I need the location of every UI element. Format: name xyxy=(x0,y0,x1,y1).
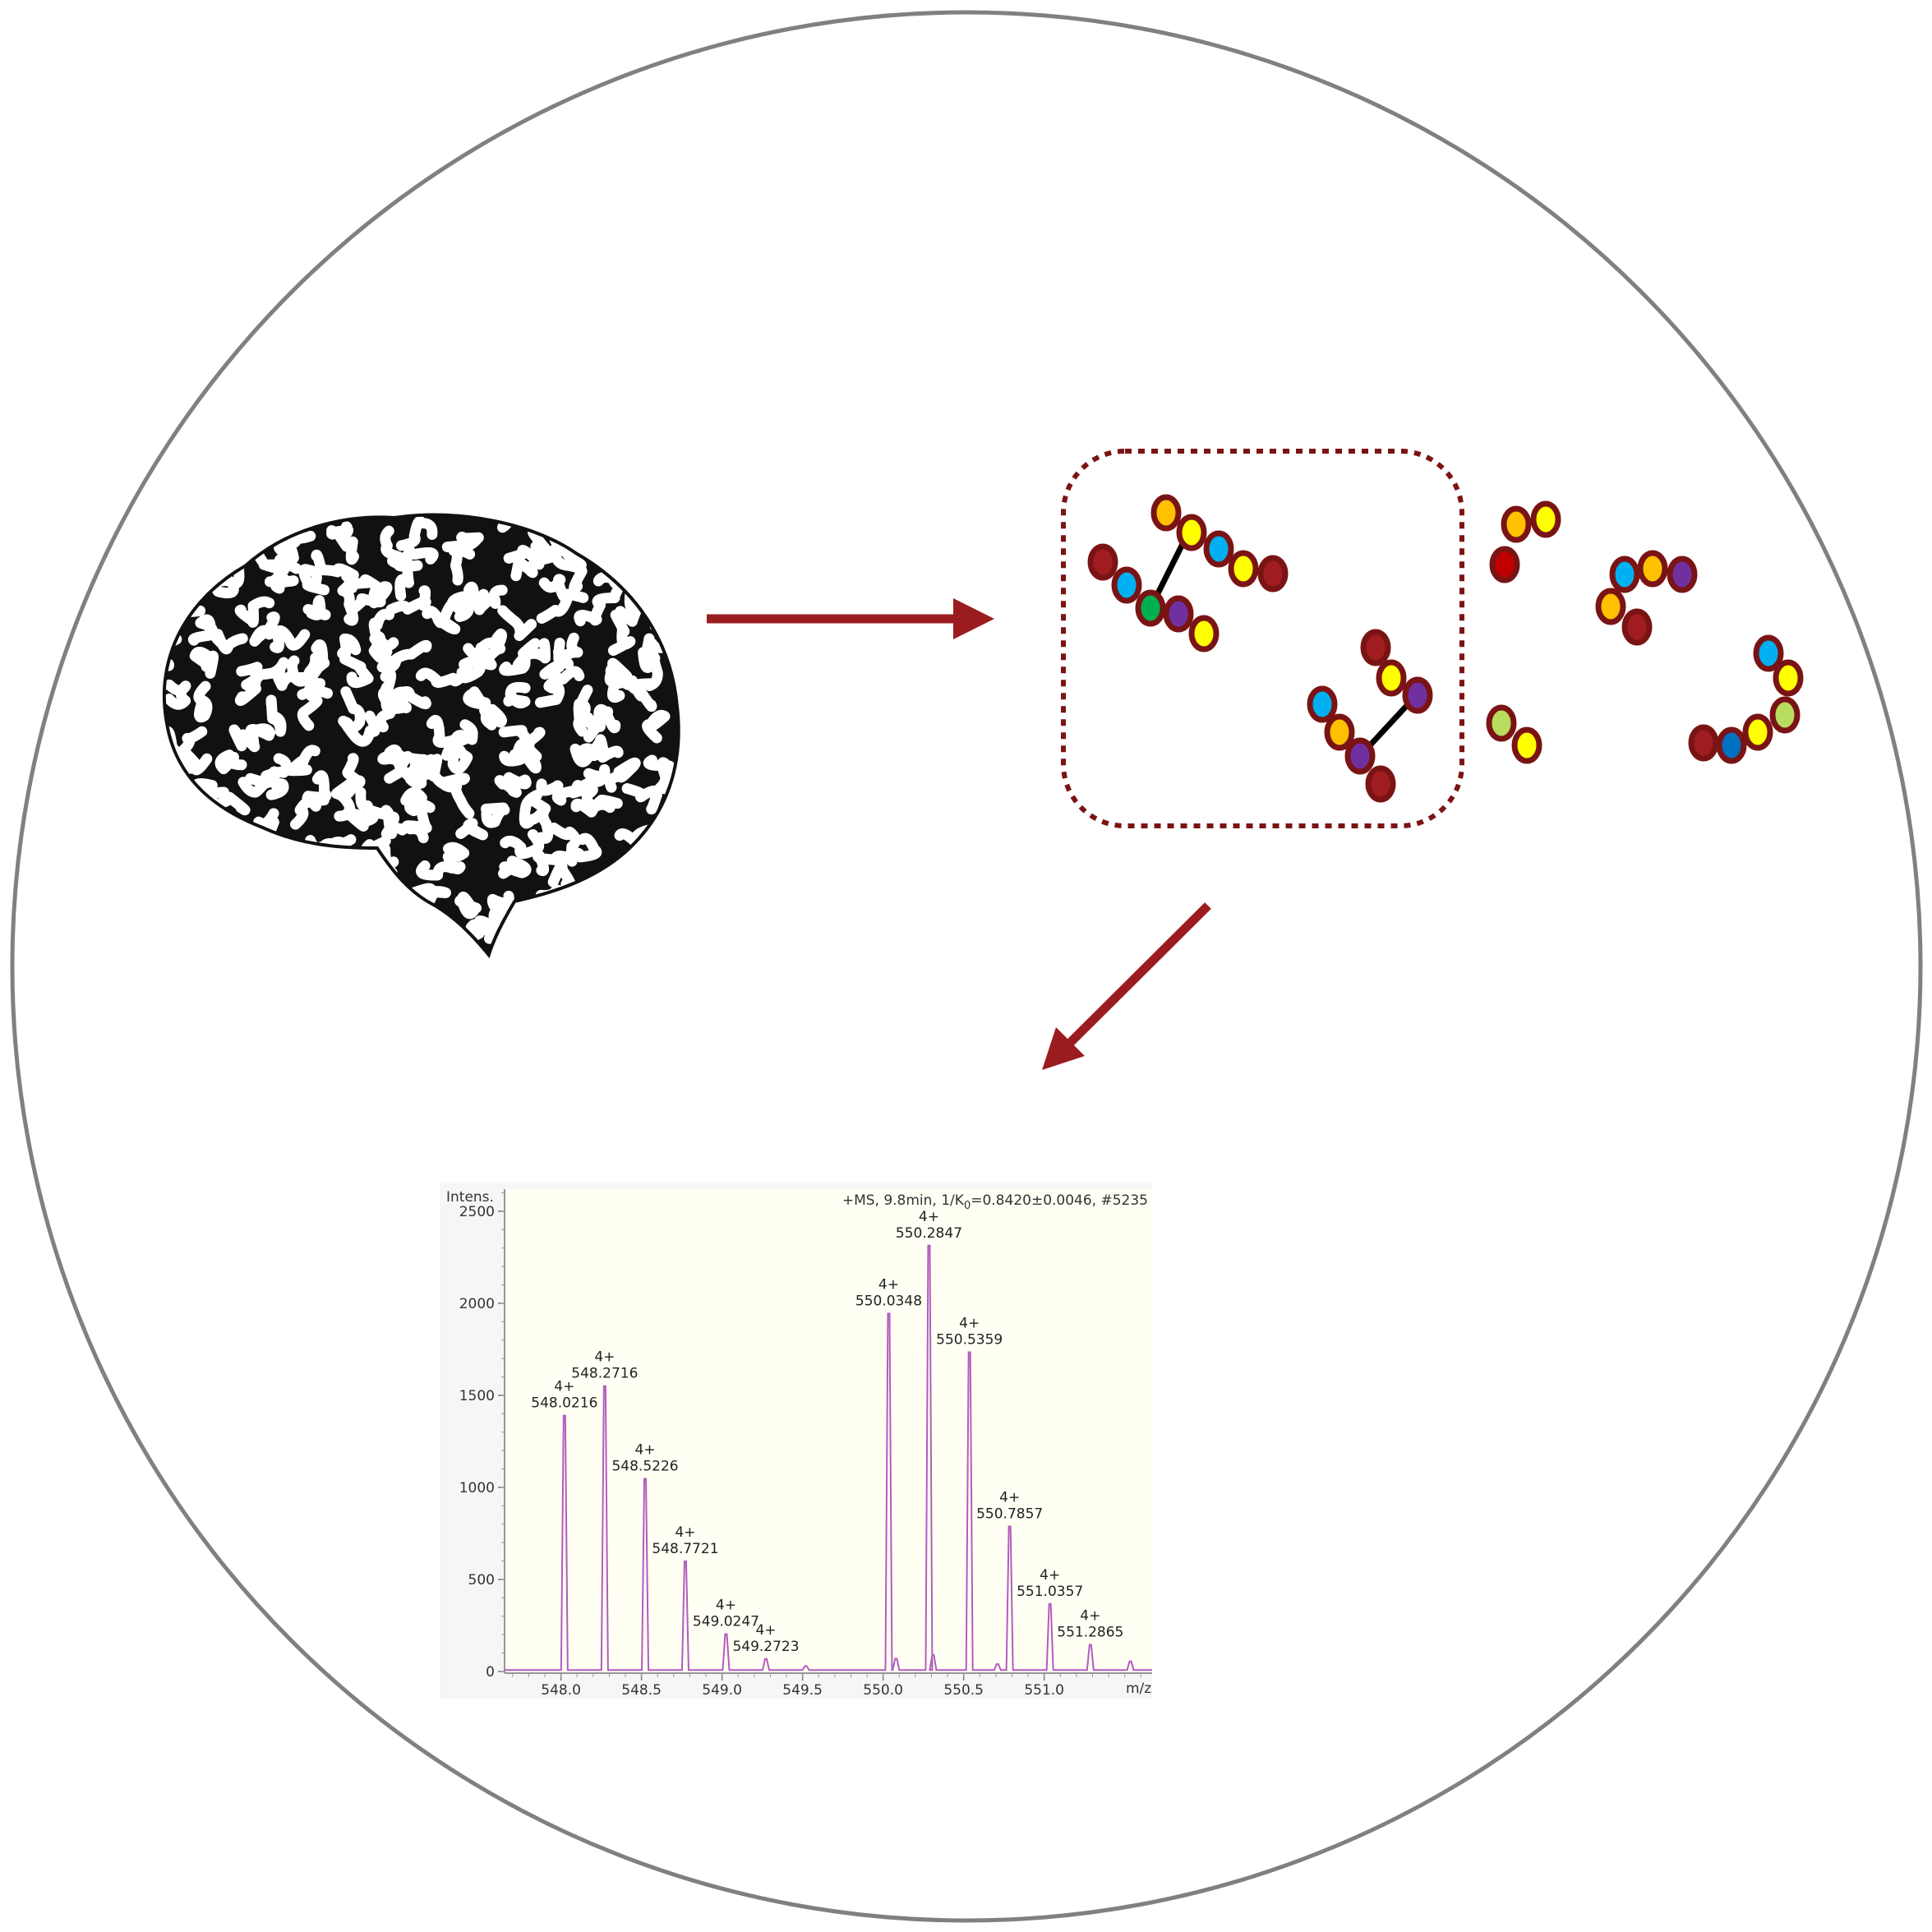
peak-mz: 548.0216 xyxy=(531,1395,597,1412)
amino-acid-bead xyxy=(1176,514,1207,551)
amino-acid-bead xyxy=(1135,589,1166,627)
peak-mz: 548.7721 xyxy=(652,1541,718,1557)
spectrum-trace xyxy=(505,1244,1152,1671)
amino-acid-bead xyxy=(1203,530,1234,568)
peak-annotation: 4+551.0357 xyxy=(1017,1567,1083,1600)
amino-acid-bead xyxy=(1376,659,1407,697)
peak-annotation: 4+550.2847 xyxy=(896,1209,962,1242)
amino-acid-bead xyxy=(1773,659,1804,697)
amino-acid-bead xyxy=(1228,550,1259,588)
crosslinked-peptide-1 xyxy=(1087,494,1289,652)
peak-mz: 550.5359 xyxy=(936,1332,1003,1349)
amino-acid-bead xyxy=(1163,595,1194,633)
peak-annotation: 4+550.0348 xyxy=(855,1276,922,1309)
peak-charge: 4+ xyxy=(594,1349,615,1366)
amino-acid-bead xyxy=(1667,556,1698,593)
amino-acid-bead xyxy=(1402,676,1433,714)
peak-charge: 4+ xyxy=(1080,1608,1100,1625)
x-tick-label: 551.0 xyxy=(1024,1682,1064,1699)
mass-spectrum-chart: Intens. m/z +MS, 9.8min, 1/K0=0.8420±0.0… xyxy=(440,1183,1152,1699)
amino-acid-bead xyxy=(1087,543,1118,581)
x-tick-label: 549.5 xyxy=(782,1682,823,1699)
peak-charge: 4+ xyxy=(919,1209,939,1225)
amino-acid-bead xyxy=(1111,566,1142,604)
peak-mz: 548.5226 xyxy=(611,1459,678,1475)
amino-acid-bead xyxy=(1188,615,1220,652)
amino-acid-bead xyxy=(1742,713,1773,751)
peptide-b xyxy=(1595,550,1698,646)
plot-area xyxy=(505,1189,1152,1672)
peak-mz: 550.2847 xyxy=(896,1225,962,1242)
amino-acid-bead xyxy=(1150,494,1182,532)
peak-annotation: 4+550.7857 xyxy=(976,1489,1043,1522)
peak-mz: 551.2865 xyxy=(1057,1625,1123,1641)
peak-annotation: 4+549.2723 xyxy=(732,1622,799,1655)
y-axis-label: Intens. xyxy=(446,1189,494,1206)
amino-acid-bead xyxy=(1365,765,1396,803)
peak-annotation: 4+550.5359 xyxy=(936,1316,1003,1349)
peak-mz: 550.0348 xyxy=(855,1293,922,1309)
peak-charge: 4+ xyxy=(755,1622,776,1639)
amino-acid-bead xyxy=(1769,696,1801,734)
peak-charge: 4+ xyxy=(1040,1567,1060,1584)
peak-annotation: 4+548.7721 xyxy=(652,1524,718,1557)
peak-annotation: 4+551.2865 xyxy=(1057,1608,1123,1641)
peak-mz: 549.0247 xyxy=(693,1614,759,1630)
y-tick-label: 1000 xyxy=(459,1480,495,1496)
peak-annotation: 4+548.5226 xyxy=(611,1442,678,1475)
amino-acid-bead xyxy=(1307,685,1338,723)
x-tick-label: 548.5 xyxy=(621,1682,662,1699)
peak-charge: 4+ xyxy=(878,1276,899,1293)
x-tick-label: 550.5 xyxy=(943,1682,984,1699)
amino-acid-bead xyxy=(1621,608,1653,646)
chart-title: +MS, 9.8min, 1/K0=0.8420±0.0046, #5235 xyxy=(842,1192,1148,1212)
peptide-c xyxy=(1486,704,1542,764)
amino-acid-bead xyxy=(1530,500,1561,538)
peak-mz: 550.7857 xyxy=(976,1505,1043,1522)
amino-acid-bead xyxy=(1489,546,1520,583)
x-axis-label: m/z xyxy=(1126,1681,1151,1697)
amino-acid-bead xyxy=(1595,588,1626,625)
x-tick-label: 548.0 xyxy=(541,1682,581,1699)
peak-mz: 549.2723 xyxy=(732,1639,799,1655)
amino-acid-bead xyxy=(1344,737,1376,775)
amino-acid-bead xyxy=(1637,550,1668,588)
crosslinked-peptide-2 xyxy=(1307,629,1433,803)
peptide-a xyxy=(1489,500,1561,583)
amino-acid-bead xyxy=(1257,555,1289,593)
y-tick-label: 2000 xyxy=(459,1296,495,1312)
amino-acid-bead xyxy=(1716,726,1747,764)
peak-charge: 4+ xyxy=(675,1524,695,1541)
crosslink-selection-box xyxy=(1061,449,1464,828)
x-tick-label: 549.0 xyxy=(702,1682,742,1699)
peak-annotation: 4+549.0247 xyxy=(693,1598,759,1630)
y-tick-label: 0 xyxy=(486,1664,495,1681)
y-tick-label: 500 xyxy=(468,1572,495,1588)
amino-acid-bead xyxy=(1609,556,1640,593)
peak-charge: 4+ xyxy=(554,1379,574,1395)
y-tick-label: 2500 xyxy=(459,1204,495,1220)
brain-icon xyxy=(162,513,680,959)
y-tick-label: 1500 xyxy=(459,1388,495,1404)
peak-charge: 4+ xyxy=(635,1442,656,1459)
amino-acid-bead xyxy=(1324,713,1355,751)
peptide-d xyxy=(1688,634,1804,764)
peak-annotation: 4+548.2716 xyxy=(571,1349,638,1382)
arrow-right-icon xyxy=(707,598,994,639)
peak-annotation: 4+548.0216 xyxy=(531,1379,597,1412)
arrow-down-left-icon xyxy=(1042,902,1211,1070)
peptide-beads xyxy=(1087,494,1804,803)
amino-acid-bead xyxy=(1501,505,1532,543)
amino-acid-bead xyxy=(1753,634,1784,672)
peak-charge: 4+ xyxy=(716,1598,736,1614)
peak-mz: 551.0357 xyxy=(1017,1584,1083,1600)
peak-charge: 4+ xyxy=(999,1489,1020,1505)
x-tick-label: 550.0 xyxy=(863,1682,903,1699)
amino-acid-bead xyxy=(1688,724,1719,762)
amino-acid-bead xyxy=(1511,726,1542,764)
peak-charge: 4+ xyxy=(959,1316,980,1332)
peak-mz: 548.2716 xyxy=(571,1366,638,1382)
amino-acid-bead xyxy=(1360,629,1391,666)
amino-acid-bead xyxy=(1486,704,1517,742)
